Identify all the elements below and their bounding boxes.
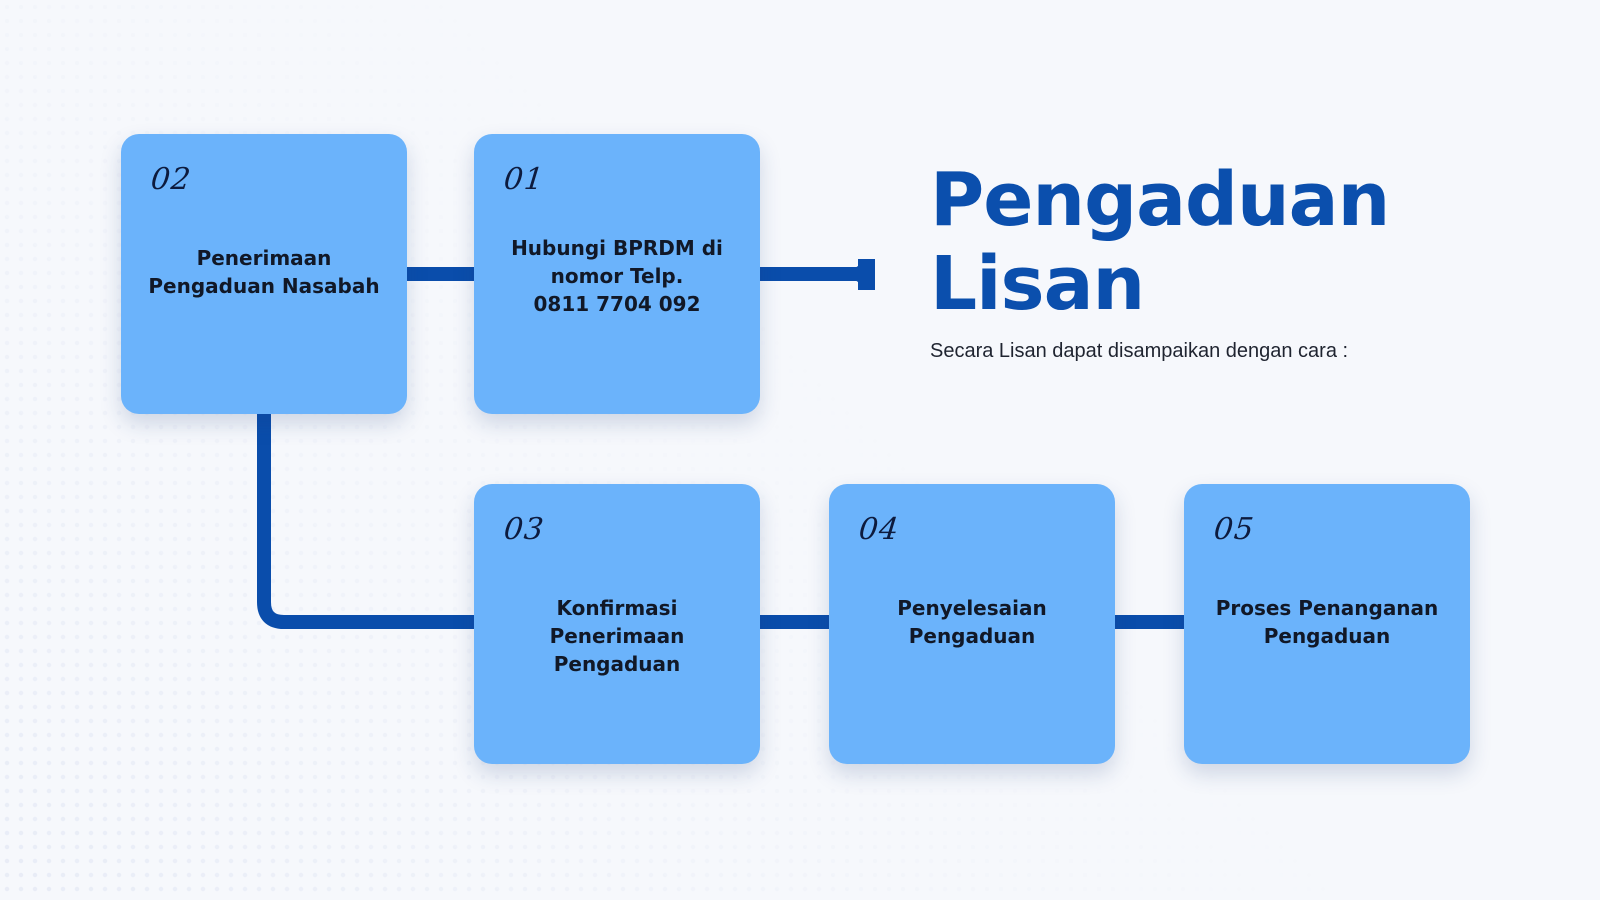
step-label: Penyelesaian Pengaduan [897, 596, 1047, 648]
page-title: Pengaduan Lisan [930, 157, 1390, 327]
page-subtitle: Secara Lisan dapat disampaikan dengan ca… [930, 340, 1349, 362]
step-card-01: 01 Hubungi BPRDM di nomor Telp. 0811 770… [474, 134, 760, 414]
step-number: 05 [1212, 512, 1257, 547]
step-number: 02 [149, 162, 194, 197]
step-label: Penerimaan Pengaduan Nasabah [148, 246, 380, 298]
step-label: Konfirmasi Penerimaan Pengaduan [549, 596, 685, 676]
step-card-02: 02 Penerimaan Pengaduan Nasabah [121, 134, 407, 414]
step-card-03: 03 Konfirmasi Penerimaan Pengaduan [474, 484, 760, 764]
connector-02-03 [257, 412, 476, 629]
step-card-04: 04 Penyelesaian Pengaduan [829, 484, 1115, 764]
step-number: 01 [502, 162, 547, 197]
arrow-head [846, 259, 875, 290]
step-number: 04 [857, 512, 902, 547]
step-card-05: 05 Proses Penanganan Pengaduan [1184, 484, 1470, 764]
title-line-1: Pengaduan [930, 157, 1390, 243]
step-label: Proses Penanganan Pengaduan [1215, 596, 1439, 648]
title-line-2: Lisan [930, 241, 1145, 327]
step-label: Hubungi BPRDM di nomor Telp. 0811 7704 0… [511, 236, 723, 316]
step-number: 03 [502, 512, 547, 547]
